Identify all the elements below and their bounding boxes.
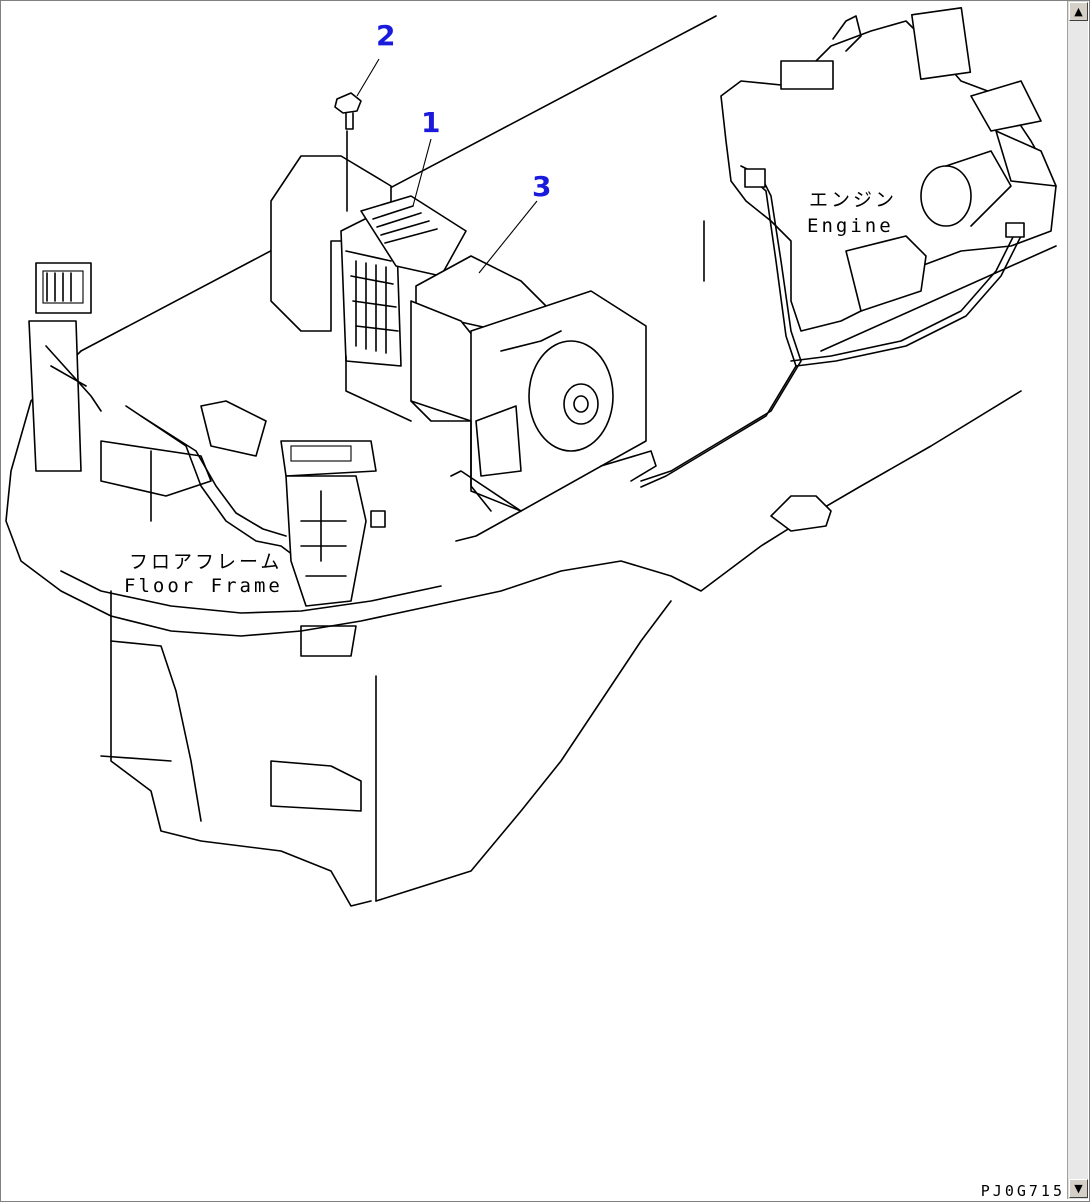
triangle-up-icon: ▲ xyxy=(1074,5,1083,18)
leader-lines xyxy=(356,58,538,274)
floor-frame-label-en: Floor Frame xyxy=(124,575,283,597)
callout-2: 2 xyxy=(376,19,395,52)
callout-1: 1 xyxy=(421,106,440,139)
vertical-scrollbar[interactable]: ▲ ▼ xyxy=(1067,1,1088,1199)
leader-3 xyxy=(478,200,538,274)
callout-3: 3 xyxy=(532,170,551,203)
floor-frame xyxy=(5,15,1022,907)
leader-1 xyxy=(412,138,432,207)
engine-label-en: Engine xyxy=(807,215,894,237)
air-ducts xyxy=(28,262,386,657)
heater-unit xyxy=(270,155,657,542)
bolt xyxy=(334,92,362,212)
scroll-up-button[interactable]: ▲ xyxy=(1069,2,1088,21)
scroll-down-button[interactable]: ▼ xyxy=(1069,1179,1088,1198)
parts-diagram: 2 1 3 エンジン Engine フロアフレーム Floor Frame xyxy=(5,7,1057,907)
engine-label-jp: エンジン xyxy=(809,189,897,211)
drawing-code: PJ0G715 xyxy=(980,1182,1065,1200)
scroll-track[interactable] xyxy=(1068,21,1088,1179)
floor-frame-label-jp: フロアフレーム xyxy=(129,551,282,573)
triangle-down-icon: ▼ xyxy=(1074,1182,1083,1195)
leader-2 xyxy=(356,58,380,97)
engine-assembly xyxy=(640,7,1057,488)
